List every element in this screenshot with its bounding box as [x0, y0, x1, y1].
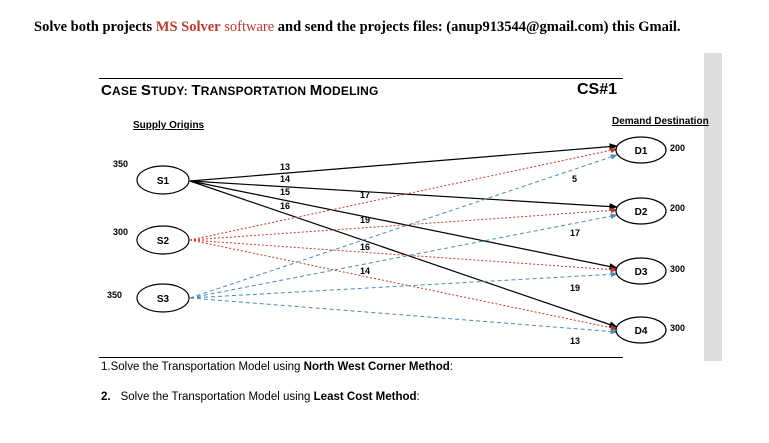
- heading-text: Solve both projects: [34, 19, 156, 35]
- case-study-title: CASE STUDY: TRANSPORTATION MODELING: [101, 82, 379, 99]
- edge-s2-d4: [189, 239, 618, 331]
- demand-d2: 200: [670, 203, 685, 213]
- question-1: 1.Solve the Transportation Model using N…: [101, 361, 453, 373]
- origin-nodes: S1 S2 S3: [136, 165, 190, 313]
- cost-s3-d2: 17: [570, 228, 580, 238]
- destination-label-d1: D1: [635, 146, 648, 157]
- edge-s1-d2: [189, 180, 618, 210]
- cost-s3-d3: 19: [570, 283, 580, 293]
- cost-s1-d4: 16: [280, 201, 290, 211]
- edge-s2-d3: [189, 239, 618, 273]
- cost-labels: 13 14 15 16 17 19 16 14 5 17 19 13: [280, 162, 580, 346]
- demand-d3: 300: [670, 264, 685, 274]
- origin-node-s1: [136, 165, 190, 195]
- destination-nodes: D1 D2 D3 D4: [615, 136, 667, 344]
- q1-method: North West Corner Method: [303, 361, 450, 373]
- cost-s2-d4: 14: [360, 266, 370, 276]
- edge-s1-d1: [189, 143, 618, 182]
- q2-method: Least Cost Method: [313, 391, 417, 403]
- ms-solver-text: MS Solver: [155, 19, 221, 35]
- supply-origins-label: Supply Origins: [133, 120, 205, 131]
- question-2: 2.Solve the Transportation Model using L…: [101, 391, 420, 403]
- edge-s1-d4: [189, 180, 618, 328]
- cost-s2-d1: 17: [360, 190, 370, 200]
- section-labels: Supply Origins Demand Destination: [133, 116, 709, 131]
- top-divider: [99, 78, 623, 79]
- edge-s2-d1: [189, 147, 618, 241]
- supply-s2: 300: [113, 227, 128, 237]
- cost-s1-d2: 14: [280, 174, 290, 184]
- bottom-divider: [99, 357, 623, 358]
- origin-node-s2: [136, 225, 190, 255]
- edges-s3: [189, 154, 618, 335]
- destination-node-d3: [615, 257, 667, 285]
- supply-s1: 350: [113, 159, 128, 169]
- cost-s3-d4: 13: [570, 336, 580, 346]
- edge-s3-d3: [189, 271, 618, 299]
- origin-node-s3: [136, 283, 190, 313]
- demand-d1: 200: [670, 143, 685, 153]
- destination-label-d2: D2: [635, 207, 648, 218]
- demand-d4: 300: [670, 323, 685, 333]
- cost-s1-d3: 15: [280, 187, 290, 197]
- edge-s3-d1: [189, 154, 618, 299]
- demand-values: 200 200 300 300: [670, 143, 685, 333]
- origin-label-s3: S3: [157, 294, 170, 305]
- supply-s3: 350: [107, 290, 122, 300]
- software-text: software: [220, 19, 275, 35]
- scrollbar[interactable]: [704, 53, 722, 361]
- edge-s3-d4: [189, 297, 618, 335]
- destination-node-d1: [615, 136, 667, 164]
- demand-destination-label: Demand Destination: [612, 116, 709, 127]
- destination-node-d2: [615, 197, 667, 225]
- cost-s2-d2: 19: [360, 215, 370, 225]
- origin-label-s2: S2: [157, 236, 170, 247]
- cost-s2-d3: 16: [360, 242, 370, 252]
- edges-s2: [189, 147, 618, 331]
- edge-s3-d2: [189, 213, 618, 299]
- edge-s2-d2: [189, 207, 618, 241]
- cost-s1-d1: 13: [280, 162, 290, 172]
- destination-label-d3: D3: [635, 267, 648, 278]
- assignment-heading: Solve both projects MS Solver software a…: [34, 19, 754, 36]
- destination-node-d4: [615, 316, 667, 344]
- cost-s3-d1: 5: [572, 174, 577, 184]
- heading-text-email: and send the projects files: (anup913544…: [274, 19, 681, 35]
- origin-label-s1: S1: [157, 176, 170, 187]
- edges-s1: [189, 143, 618, 328]
- destination-label-d4: D4: [635, 326, 648, 337]
- supply-values: 350 300 350: [107, 159, 128, 300]
- case-study-number: CS#1: [577, 81, 618, 98]
- edge-s1-d3: [189, 180, 618, 270]
